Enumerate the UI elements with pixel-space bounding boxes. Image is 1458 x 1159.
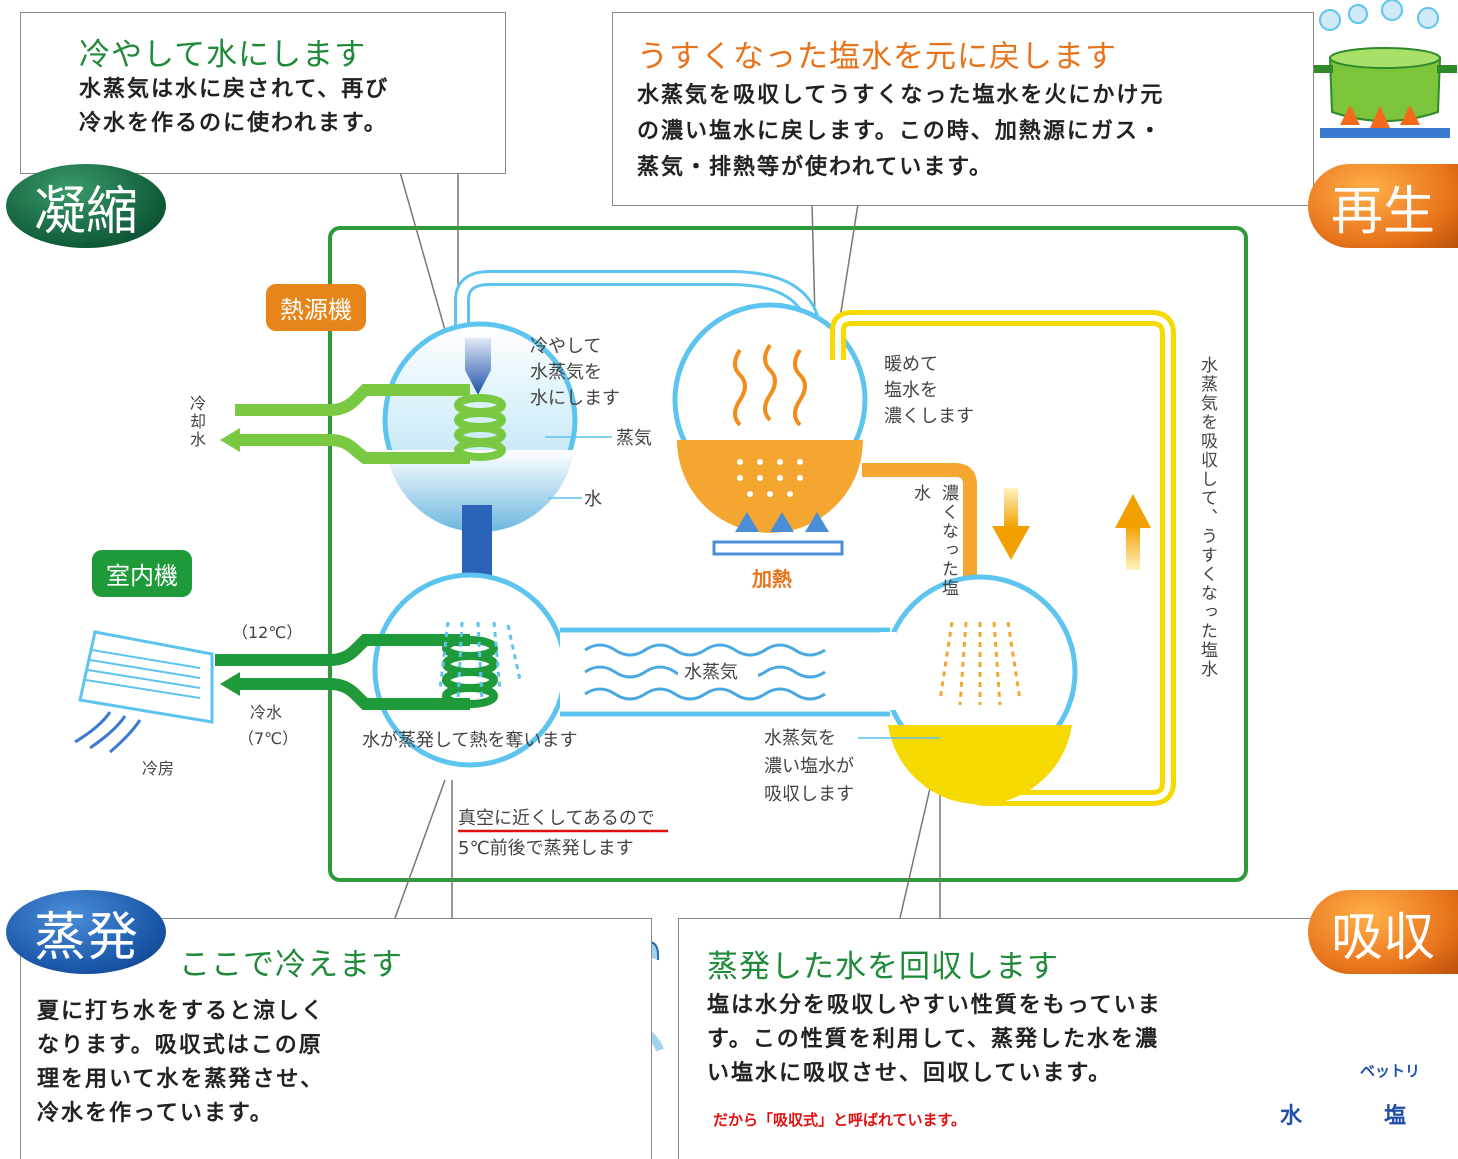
absorber-note-2: 濃い塩水が	[764, 756, 854, 777]
temp-7-label: （7℃）	[238, 729, 299, 748]
evaporate-body-2: なります。吸収式はこの原	[37, 1033, 323, 1058]
heating-label: 加熱	[752, 567, 792, 591]
regenerate-body-2: の濃い塩水に戻します。この時、加熱源にガス・	[637, 115, 1163, 149]
chilled-water-label: 冷水	[250, 703, 283, 722]
evaporator-note: 水が蒸発して熱を奪います	[362, 730, 578, 751]
generator-note-3: 濃くします	[884, 406, 974, 427]
evaporate-badge: 蒸発	[6, 890, 166, 974]
indoor-unit	[74, 630, 214, 754]
mini-sticky-label: ベットリ	[1360, 1062, 1421, 1080]
regenerate-body-2a: の濃い塩水に戻します。この時、	[637, 119, 995, 144]
indoor-unit-tag: 室内機	[92, 550, 192, 597]
condenser-note-1: 冷やして	[530, 336, 602, 357]
absorb-body-3: い塩水に吸収させ、回収しています。	[707, 1057, 1112, 1091]
regenerate-body-1: 水蒸気を吸収してうすくなった塩水を火にかけ元	[637, 83, 1165, 108]
boiling-pot-illustration	[1305, 0, 1457, 138]
absorb-body-3a: い塩水に	[707, 1061, 804, 1086]
down-arrow-strong-brine	[992, 488, 1030, 560]
absorb-title: 蒸発した水を回収します	[707, 949, 1059, 985]
absorb-body-1: 塩は水分を吸収しやすい性質をもっていま	[707, 993, 1162, 1018]
mini-water-label: 水	[1280, 1104, 1303, 1129]
strong-brine-label: 濃くなった塩水	[910, 484, 958, 598]
regenerate-title: うすくなった塩水を元に戻します	[637, 39, 1117, 75]
condenser-note-2: 水蒸気を	[530, 362, 602, 383]
evaporate-title: ここで冷えます	[179, 947, 403, 983]
condense-badge: 凝縮	[6, 164, 166, 248]
weak-brine-vertical-label: 水蒸気を吸収して、うすくなった塩水	[1197, 356, 1217, 679]
diagram-frame	[328, 226, 1248, 882]
cooling-label: 冷房	[142, 759, 175, 778]
condenser-note-3: 水にします	[530, 388, 620, 409]
condense-callout: 冷やして水にします 水蒸気は水に戻されて、再び 冷水を作るのに使われます。	[20, 12, 506, 174]
generator-note-2: 塩水を	[884, 380, 938, 401]
absorb-body-3c: 、回収しています。	[899, 1061, 1113, 1086]
absorb-body-3b: 吸収させ	[803, 1061, 900, 1086]
burner	[712, 540, 844, 556]
condense-title: 冷やして水にします	[79, 37, 367, 73]
regenerate-body-3b: います。	[899, 155, 994, 180]
absorb-callout: 蒸発した水を回収します 塩は水分を吸収しやすい性質をもっていま す。この性質を利…	[678, 918, 1458, 1159]
vacuum-note-1b: ので	[618, 808, 655, 829]
regenerate-callout: うすくなった塩水を元に戻します 水蒸気を吸収してうすくなった塩水を火にかけ元 の…	[612, 12, 1314, 206]
vapor-label: 水蒸気	[684, 662, 738, 683]
steam-label: 蒸気	[616, 428, 652, 449]
regenerate-badge: 再生	[1308, 164, 1458, 248]
up-arrow-weak-brine	[1115, 494, 1151, 570]
absorb-badge: 吸収	[1308, 890, 1458, 974]
water-label: 水	[584, 489, 602, 510]
absorber-note-1: 水蒸気を	[764, 728, 836, 749]
vacuum-note-1: 真空に近くしてあるので	[458, 806, 655, 832]
absorber-note-3: 吸収します	[764, 784, 854, 805]
temp-12-label: （12℃）	[232, 623, 303, 642]
evaporate-body-4: 冷水を作っています。	[37, 1101, 274, 1126]
vacuum-note-1a: 真空に近くしてある	[458, 808, 619, 829]
regenerate-body-3: 蒸気・排熱等が使われています。	[637, 151, 993, 185]
absorb-body-2: す。この性質を利用して、蒸発した水を濃	[707, 1027, 1160, 1052]
strong-brine-pipe	[862, 463, 977, 595]
vacuum-note-2: 5℃前後で蒸発します	[458, 838, 634, 859]
condense-body-1: 水蒸気は水に戻されて、再び	[79, 77, 390, 102]
cooling-water-label: 冷却水	[187, 395, 206, 449]
heat-source-tag: 熱源機	[266, 284, 366, 331]
mini-salt-label: 塩	[1384, 1104, 1407, 1129]
regenerate-body-3a: 蒸気・排熱等が使われて	[637, 155, 900, 180]
evaporate-body-3: 理を用いて水を蒸発させ、	[37, 1067, 325, 1092]
regenerate-body-2b: 加熱源にガス・	[994, 119, 1163, 144]
evaporate-body-1: 夏に打ち水をすると涼しく	[37, 999, 326, 1024]
generator-note-1: 暖めて	[884, 354, 938, 375]
absorb-note: だから「吸収式」と呼ばれています。	[713, 1111, 967, 1129]
condense-body-2: 冷水を作るのに使われます。	[79, 111, 388, 136]
